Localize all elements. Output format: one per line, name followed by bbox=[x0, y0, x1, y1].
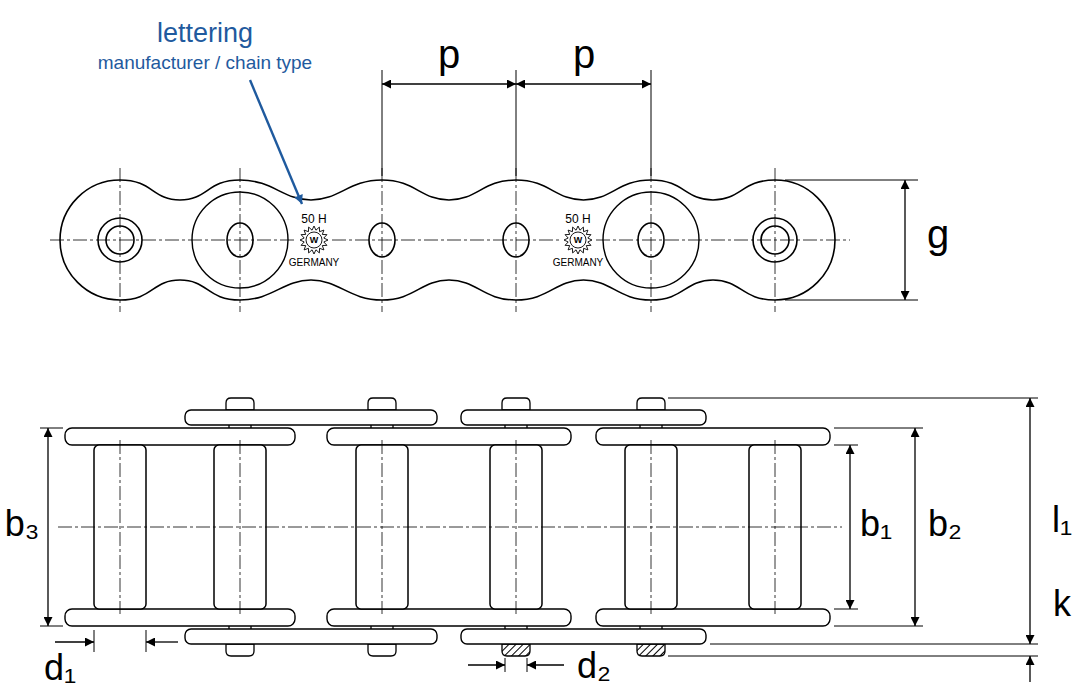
callout-title: lettering bbox=[157, 20, 253, 47]
dimension-label: p bbox=[573, 34, 595, 74]
inner-plate bbox=[596, 609, 830, 626]
stamp-text: 50 H bbox=[565, 213, 590, 225]
extension-line bbox=[94, 630, 95, 652]
stamp-text: GERMANY bbox=[553, 258, 604, 268]
center-line bbox=[332, 240, 560, 241]
logo-star bbox=[564, 226, 592, 254]
dimension-label: b₂ bbox=[928, 506, 962, 542]
stamp-text: 50 H bbox=[301, 213, 326, 225]
pin-head bbox=[226, 644, 254, 656]
logo-letter: W bbox=[310, 236, 319, 245]
extension-line bbox=[651, 70, 652, 176]
dimension-label: b₁ bbox=[860, 506, 892, 542]
pin-head bbox=[226, 398, 254, 410]
dimension-line bbox=[146, 641, 178, 642]
pin-head bbox=[502, 398, 530, 410]
dimension-line bbox=[904, 180, 905, 300]
extension-line bbox=[668, 398, 1038, 399]
pin-head bbox=[368, 398, 396, 410]
extension-line bbox=[668, 656, 1038, 657]
extension-line bbox=[834, 626, 923, 627]
inner-plate bbox=[65, 609, 295, 626]
extension-line bbox=[785, 300, 918, 301]
dimension-label: d₂ bbox=[577, 648, 611, 684]
logo-circle bbox=[570, 232, 586, 248]
extension-line bbox=[834, 445, 858, 446]
outer-plate bbox=[461, 410, 706, 425]
extension-line bbox=[146, 630, 147, 652]
center-line bbox=[120, 440, 121, 614]
dimension-line bbox=[1029, 398, 1030, 644]
extension-line bbox=[710, 644, 1038, 645]
center-line bbox=[120, 168, 121, 312]
dimension-label: k bbox=[1053, 586, 1071, 622]
extension-line bbox=[834, 428, 923, 429]
extension-line bbox=[785, 180, 918, 181]
extension-line bbox=[40, 428, 63, 429]
center-line bbox=[651, 168, 652, 312]
pin-head-section bbox=[637, 644, 665, 656]
center-line bbox=[240, 168, 241, 312]
inner-plate bbox=[596, 428, 830, 445]
inner-plate bbox=[327, 609, 571, 626]
extension-line bbox=[516, 70, 517, 176]
callout-note: manufacturer / chain type bbox=[98, 53, 312, 72]
dimension-label: p bbox=[438, 34, 460, 74]
dimension-line bbox=[849, 445, 850, 609]
extension-line bbox=[382, 70, 383, 176]
dimension-line bbox=[527, 664, 564, 665]
center-line bbox=[775, 168, 776, 312]
dimension-line bbox=[1029, 656, 1030, 682]
logo-circle bbox=[306, 232, 322, 248]
center-line bbox=[240, 440, 241, 614]
dimension-line bbox=[382, 83, 516, 84]
dimension-line bbox=[55, 641, 94, 642]
logo-star bbox=[300, 226, 328, 254]
pin-head-section bbox=[502, 644, 530, 656]
center-line bbox=[50, 240, 296, 241]
center-line bbox=[58, 527, 842, 528]
dimension-line bbox=[914, 428, 915, 626]
extension-line bbox=[40, 626, 63, 627]
extension-line bbox=[834, 609, 858, 610]
center-line bbox=[516, 168, 517, 312]
inner-plate bbox=[65, 428, 295, 445]
center-line bbox=[516, 440, 517, 614]
center-line bbox=[596, 240, 850, 241]
pin-head bbox=[368, 644, 396, 656]
outer-plate bbox=[185, 410, 437, 425]
stamp-text: GERMANY bbox=[289, 258, 340, 268]
dimension-line bbox=[47, 428, 48, 626]
dimension-label: d₁ bbox=[44, 650, 76, 686]
dimension-label: g bbox=[927, 214, 949, 254]
chain-top-view bbox=[40, 398, 1038, 682]
pin-head bbox=[637, 398, 665, 410]
logo-letter: W bbox=[574, 236, 583, 245]
dimension-label: b₃ bbox=[5, 506, 40, 542]
center-line bbox=[382, 168, 383, 312]
dimension-line bbox=[516, 83, 651, 84]
leader-arrow bbox=[250, 80, 302, 204]
outer-plate bbox=[461, 629, 706, 644]
inner-plate bbox=[327, 428, 571, 445]
dimension-label: l₁ bbox=[1052, 502, 1072, 538]
outer-plate bbox=[185, 629, 437, 644]
dimension-line bbox=[468, 664, 505, 665]
chain-side-view bbox=[50, 70, 918, 312]
